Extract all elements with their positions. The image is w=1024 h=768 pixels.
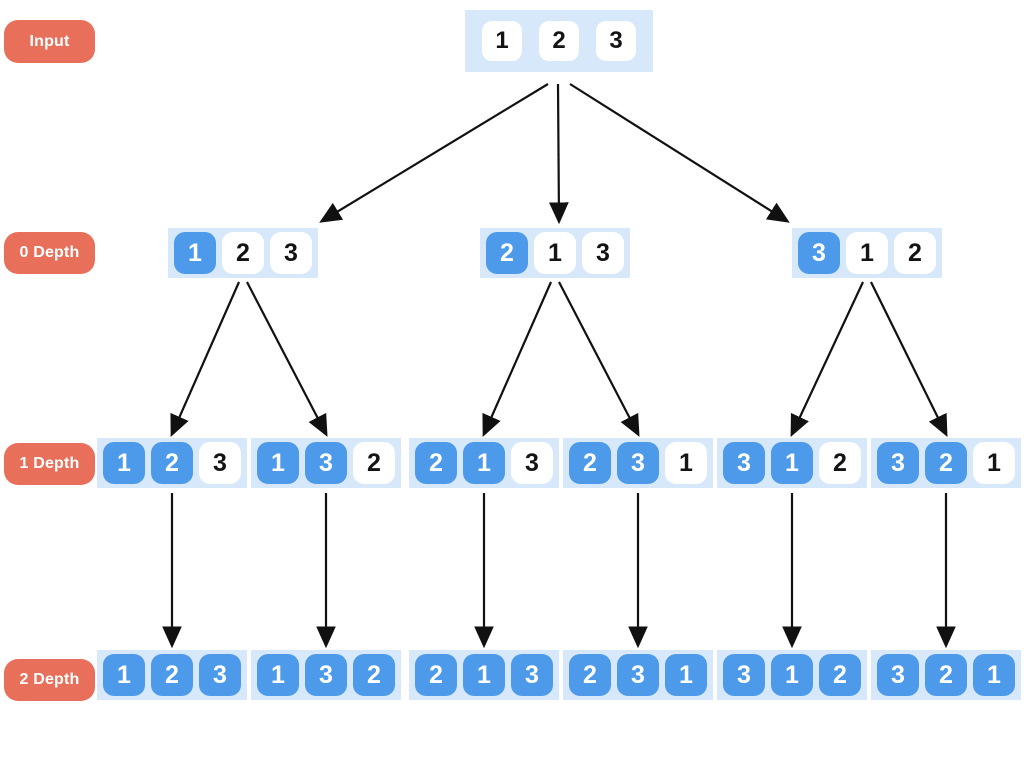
free-number-cell: 3 <box>582 232 624 274</box>
label-depth-2: 2 Depth <box>4 659 95 701</box>
used-number-cell: 2 <box>569 442 611 484</box>
used-number-cell: 1 <box>771 442 813 484</box>
used-number-cell: 2 <box>486 232 528 274</box>
tree-edge-arrow <box>790 281 864 437</box>
used-number-cell: 3 <box>723 442 765 484</box>
label-depth-1: 1 Depth <box>4 443 95 485</box>
label-depth-0: 0 Depth <box>4 232 95 274</box>
used-number-cell: 3 <box>305 442 347 484</box>
used-number-cell: 3 <box>723 654 765 696</box>
used-number-cell: 1 <box>771 654 813 696</box>
free-number-cell: 1 <box>482 21 522 61</box>
used-number-cell: 2 <box>925 442 967 484</box>
free-number-cell: 2 <box>819 442 861 484</box>
tree-edge-arrow <box>548 83 569 225</box>
used-number-cell: 2 <box>151 442 193 484</box>
used-number-cell: 1 <box>463 442 505 484</box>
used-number-cell: 1 <box>257 442 299 484</box>
used-number-cell: 3 <box>617 442 659 484</box>
used-number-cell: 2 <box>151 654 193 696</box>
tree-edge-arrow <box>558 281 640 437</box>
used-number-cell: 1 <box>665 654 707 696</box>
used-number-cell: 2 <box>353 654 395 696</box>
tree-edge-arrow <box>569 83 790 223</box>
tree-edge-arrow <box>170 281 241 438</box>
free-number-cell: 1 <box>973 442 1015 484</box>
used-number-cell: 3 <box>877 654 919 696</box>
used-number-cell: 1 <box>174 232 216 274</box>
used-number-cell: 1 <box>103 654 145 696</box>
free-number-cell: 3 <box>596 21 636 61</box>
used-number-cell: 1 <box>257 654 299 696</box>
free-number-cell: 3 <box>270 232 312 274</box>
label-input: Input <box>4 20 95 63</box>
used-number-cell: 1 <box>973 654 1015 696</box>
used-number-cell: 1 <box>463 654 505 696</box>
used-number-cell: 2 <box>569 654 611 696</box>
used-number-cell: 3 <box>877 442 919 484</box>
used-number-cell: 2 <box>819 654 861 696</box>
used-number-cell: 3 <box>199 654 241 696</box>
free-number-cell: 2 <box>539 21 579 61</box>
tree-edge-arrow <box>482 281 553 438</box>
used-number-cell: 3 <box>798 232 840 274</box>
free-number-cell: 2 <box>353 442 395 484</box>
free-number-cell: 1 <box>534 232 576 274</box>
free-number-cell: 1 <box>846 232 888 274</box>
tree-edge-arrow <box>870 281 948 437</box>
used-number-cell: 2 <box>925 654 967 696</box>
used-number-cell: 3 <box>511 654 553 696</box>
free-number-cell: 1 <box>665 442 707 484</box>
tree-edge-arrow <box>319 83 549 223</box>
used-number-cell: 3 <box>617 654 659 696</box>
tree-edge-arrow <box>246 281 328 437</box>
used-number-cell: 2 <box>415 654 457 696</box>
used-number-cell: 1 <box>103 442 145 484</box>
free-number-cell: 2 <box>222 232 264 274</box>
used-number-cell: 2 <box>415 442 457 484</box>
used-number-cell: 3 <box>305 654 347 696</box>
free-number-cell: 3 <box>511 442 553 484</box>
free-number-cell: 3 <box>199 442 241 484</box>
free-number-cell: 2 <box>894 232 936 274</box>
